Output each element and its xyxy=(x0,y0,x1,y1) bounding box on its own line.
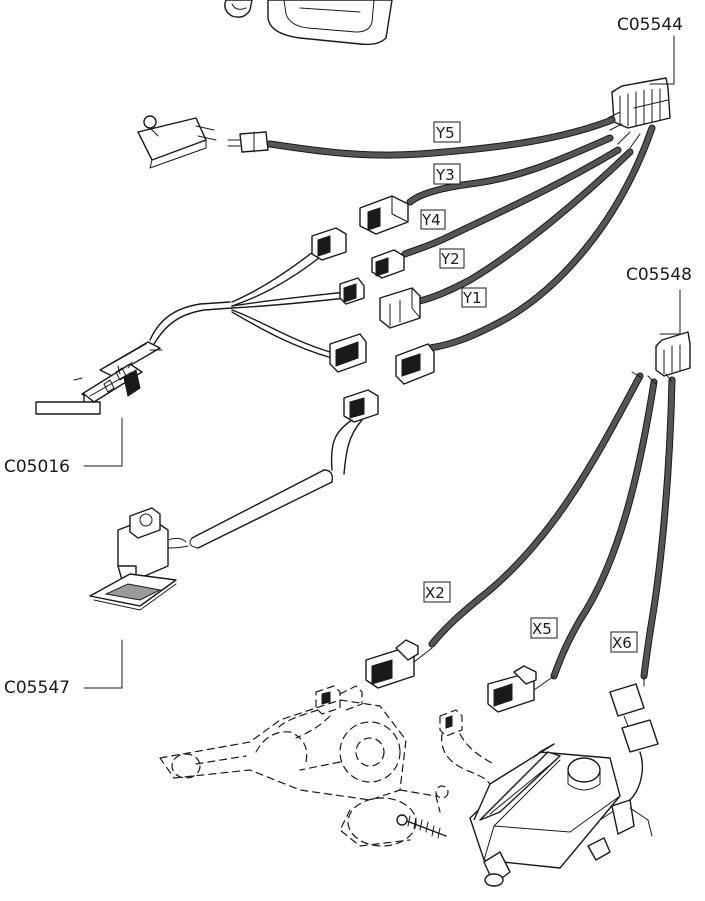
label-y5: Y5 xyxy=(435,124,455,142)
wires-x-group xyxy=(428,371,676,680)
y-connectors xyxy=(359,195,435,385)
connector-c05548 xyxy=(655,331,691,377)
microswitch xyxy=(137,115,269,169)
label-x2: X2 xyxy=(425,584,445,602)
c05016-harness xyxy=(35,227,367,415)
phantom-parts xyxy=(159,685,495,847)
x5-connector xyxy=(487,665,555,713)
c05547-sensor xyxy=(89,389,379,611)
label-x6: X6 xyxy=(612,634,632,652)
label-c05548: C05548 xyxy=(626,265,692,285)
label-y4: Y4 xyxy=(421,211,441,229)
base-housing xyxy=(224,0,393,46)
label-y1: Y1 xyxy=(462,289,482,307)
label-y3: Y3 xyxy=(435,166,455,184)
x6-module xyxy=(469,675,659,887)
label-c05016: C05016 xyxy=(4,457,70,477)
label-x5: X5 xyxy=(532,620,552,638)
wires-y-group xyxy=(266,111,656,352)
label-y2: Y2 xyxy=(440,250,460,268)
x-wire-labels: X2 X5 X6 xyxy=(423,581,638,653)
connector-c05544 xyxy=(611,77,671,129)
x2-connector xyxy=(365,639,433,689)
label-c05547: C05547 xyxy=(4,678,70,698)
label-c05544: C05544 xyxy=(617,15,683,35)
y-wire-labels: Y5 Y3 Y4 Y2 Y1 xyxy=(420,121,487,308)
